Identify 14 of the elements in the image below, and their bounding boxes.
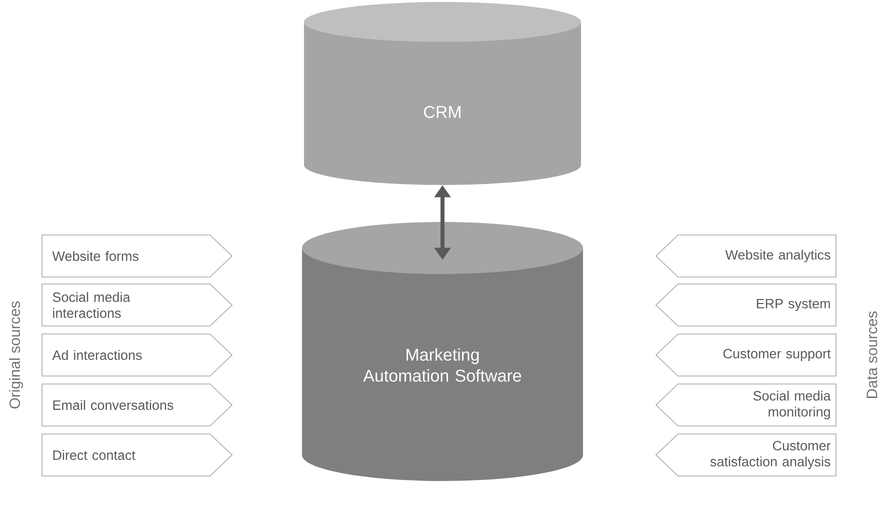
cylinder: CRM	[304, 2, 581, 185]
cylinder: Marketing Automation Software	[302, 222, 583, 481]
arrow-box: Social media interactions	[42, 284, 233, 326]
arrow-box: ERP system	[655, 284, 836, 326]
arrow-box: Customer satisfaction analysis	[655, 434, 836, 476]
arrow-box: Email conversations	[42, 384, 233, 426]
arrow-box: Website analytics	[655, 234, 836, 278]
arrow-box: Direct contact	[42, 434, 233, 476]
side-label: Data sources	[866, 311, 878, 398]
side-label: Original sources	[9, 301, 23, 408]
arrow-box: Social media monitoring	[655, 384, 836, 426]
arrow-box: Website forms	[42, 234, 233, 278]
arrow-box: Customer support	[655, 334, 836, 376]
arrow-box: Ad interactions	[42, 334, 233, 376]
